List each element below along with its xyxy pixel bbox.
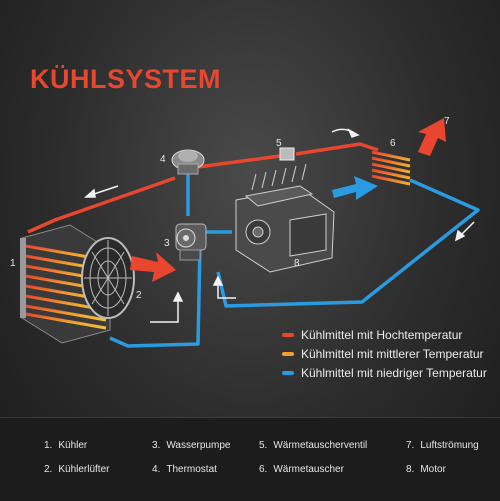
label-number-6: 6 <box>390 138 396 149</box>
key-item-3: 3. Wasserpumpe <box>152 440 230 451</box>
engine <box>235 163 335 273</box>
label-number-1: 1 <box>10 258 16 269</box>
key-label: Wasserpumpe <box>166 440 231 451</box>
air-flow-arrow-radiator <box>130 252 176 282</box>
hot-pipe-valve-to-exchanger <box>295 142 379 156</box>
component-key: 1. Kühler 3. Wasserpumpe 5. Wärmetauscherve… <box>0 417 500 501</box>
key-label: Kühler <box>58 440 88 451</box>
key-number: 4. <box>152 464 161 475</box>
key-number: 5. <box>259 440 268 451</box>
label-number-5: 5 <box>276 138 282 149</box>
key-item-6: 6. Wärmetauscher <box>259 464 344 475</box>
label-number-4: 4 <box>160 154 166 165</box>
key-label: Wärmetauscher <box>273 464 344 475</box>
key-label: Motor <box>420 464 446 475</box>
key-label: Luftströmung <box>420 440 479 451</box>
key-item-7: 7. Luftströmung <box>406 440 479 451</box>
legend-swatch-cold <box>282 371 294 375</box>
key-number: 7. <box>406 440 415 451</box>
key-item-4: 4. Thermostat <box>152 464 217 475</box>
key-label: Kühlerlüfter <box>58 464 110 475</box>
cold-pipe-radiator-to-pump <box>109 245 202 348</box>
key-item-1: 1. Kühler <box>44 440 87 451</box>
radiator-fan-icon <box>81 237 135 319</box>
key-label: Wärmetauscherventil <box>273 440 368 451</box>
flow-arrow-bottom-middle <box>212 275 236 299</box>
key-number: 2. <box>44 464 53 475</box>
page-title: KÜHLSYSTEM <box>30 64 222 94</box>
key-label: Thermostat <box>166 464 217 475</box>
key-number: 3. <box>152 440 161 451</box>
key-item-2: 2. Kühlerlüfter <box>44 464 109 475</box>
label-number-8: 8 <box>294 258 300 269</box>
heat-exchanger-valve <box>279 147 295 161</box>
key-number: 8. <box>406 464 415 475</box>
key-number: 1. <box>44 440 53 451</box>
flow-arrow-top-right <box>331 128 360 138</box>
legend-item-cold: Kühlmittel mit niedriger Temperatur <box>282 366 487 380</box>
legend-label-hot: Kühlmittel mit Hochtemperatur <box>301 328 463 342</box>
hot-pipe-radiator-to-thermostat <box>27 176 176 234</box>
legend-swatch-hot <box>282 333 294 337</box>
legend-item-hot: Kühlmittel mit Hochtemperatur <box>282 328 462 342</box>
legend-item-medium: Kühlmittel mit mittlerer Temperatur <box>282 347 484 361</box>
label-number-7: 7 <box>444 116 450 127</box>
key-item-8: 8. Motor <box>406 464 446 475</box>
air-flow-arrow-exchanger <box>418 118 446 156</box>
key-number: 6. <box>259 464 268 475</box>
heat-exchanger <box>371 150 411 186</box>
flow-arrow-top-left <box>84 185 119 198</box>
flow-arrow-bottom-left <box>150 291 184 323</box>
key-item-5: 5. Wärmetauscherventil <box>259 440 367 451</box>
legend-label-medium: Kühlmittel mit mittlerer Temperatur <box>301 347 484 361</box>
label-number-3: 3 <box>164 238 170 249</box>
legend-label-cold: Kühlmittel mit niedriger Temperatur <box>301 366 487 380</box>
cold-coolant-pipes <box>109 168 480 348</box>
cold-air-arrow <box>332 176 378 200</box>
flow-arrow-right <box>454 221 475 242</box>
water-pump <box>175 223 207 261</box>
label-number-2: 2 <box>136 290 142 301</box>
thermostat <box>171 149 205 175</box>
hot-coolant-pipes <box>27 142 379 234</box>
cold-pipe-exchanger-to-pump <box>216 178 480 308</box>
flow-direction-arrows <box>84 128 475 323</box>
hot-pipe-thermostat-to-valve <box>189 154 281 170</box>
legend-swatch-medium <box>282 352 294 356</box>
